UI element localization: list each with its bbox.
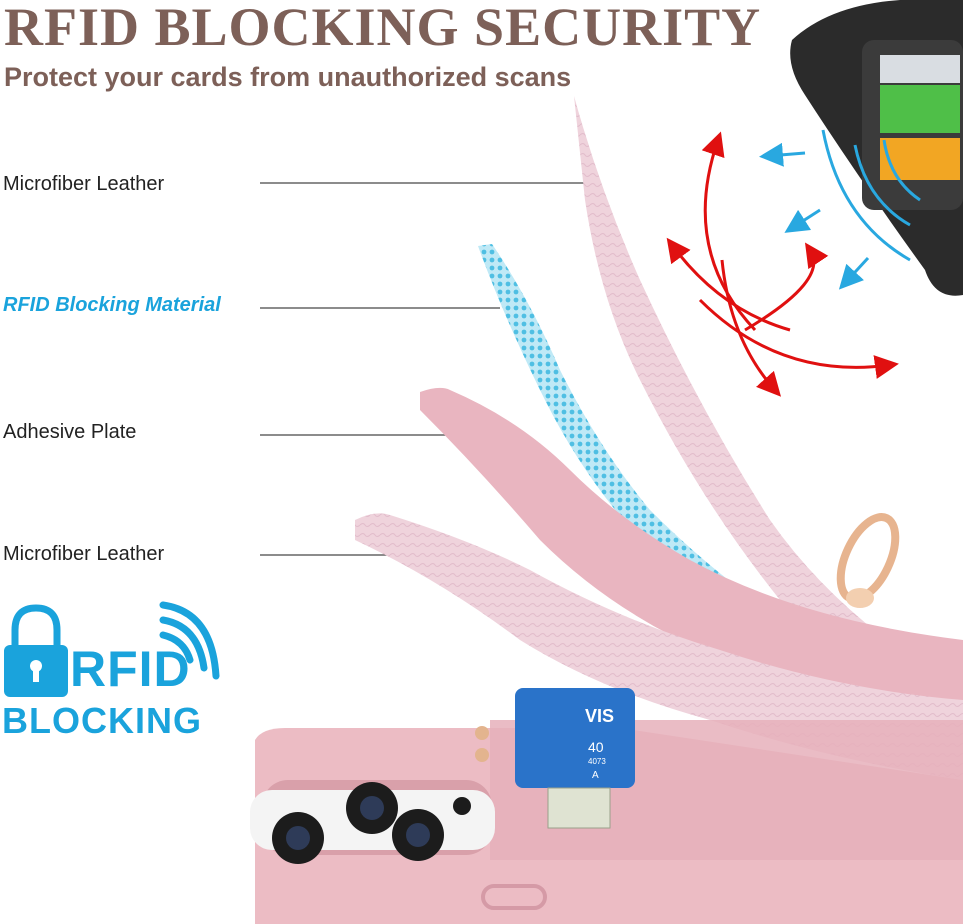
- page-title: RFID BLOCKING SECURITY: [4, 0, 762, 57]
- page-subtitle: Protect your cards from unauthorized sca…: [4, 62, 572, 92]
- card-letter: A: [592, 770, 599, 781]
- rfid-badge: [4, 601, 220, 697]
- badge-blocking-text: BLOCKING: [2, 700, 202, 741]
- badge-rfid-text: RFID: [70, 641, 191, 697]
- banknote: [547, 787, 611, 829]
- card-number-b: 4073: [588, 757, 606, 766]
- red-deflection-arrows: [666, 131, 899, 397]
- camera-module: [250, 780, 495, 864]
- wifi-signal-icon: [159, 601, 220, 680]
- layer-label-microfiber-top: Microfiber Leather: [3, 173, 165, 195]
- stud: [475, 726, 489, 740]
- layer-label-adhesive-plate: Adhesive Plate: [3, 421, 137, 443]
- credit-card: VIS 40 4073 A: [515, 688, 635, 788]
- ring-holder-icon: [836, 513, 900, 608]
- blue-arrows: [759, 142, 870, 290]
- layer-microfiber-bottom: [355, 513, 963, 780]
- card-number-a: 40: [588, 739, 604, 755]
- side-button: [481, 884, 547, 910]
- signal-waves: [821, 129, 921, 262]
- lock-shackle: [11, 604, 61, 648]
- payment-terminal: [790, 0, 963, 296]
- layer-adhesive-plate: [420, 387, 963, 720]
- card-brand: VIS: [585, 706, 614, 726]
- layer-label-microfiber-bottom: Microfiber Leather: [3, 543, 165, 565]
- layer-label-rfid-material: RFID Blocking Material: [3, 294, 221, 316]
- stud: [475, 748, 489, 762]
